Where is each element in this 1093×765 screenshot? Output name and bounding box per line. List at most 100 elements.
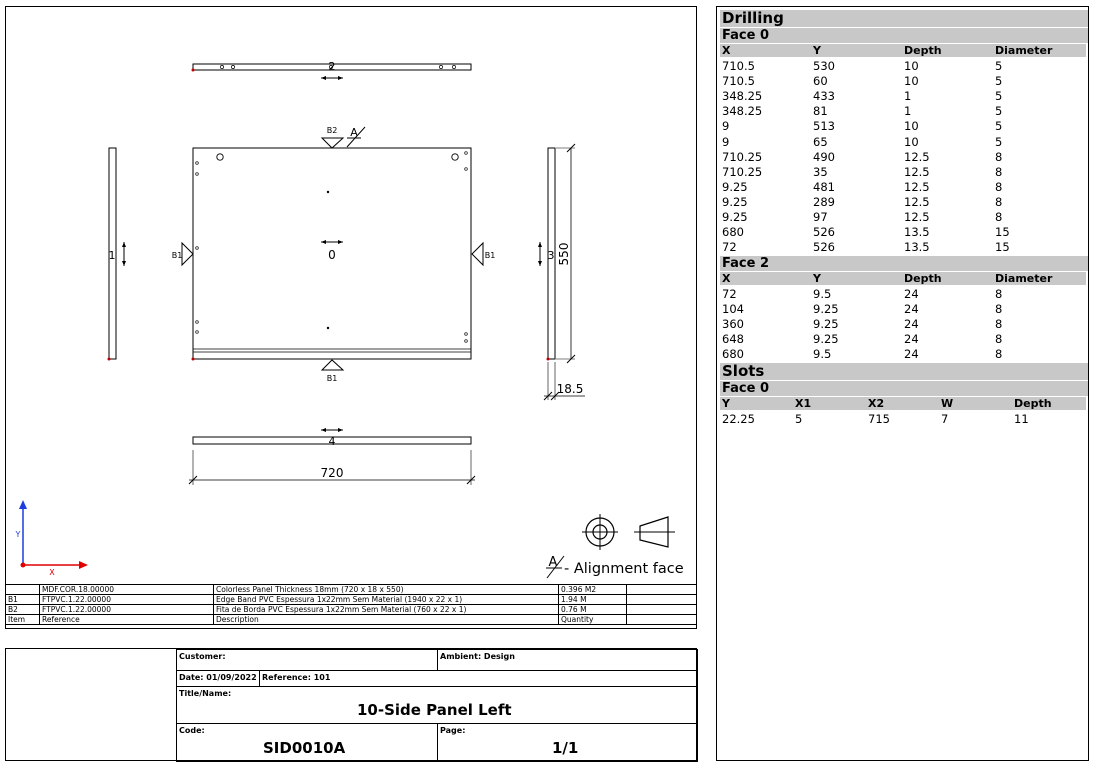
table-cell: 5 [995, 89, 1003, 104]
col-w: W [941, 397, 954, 410]
table-cell: 72 [722, 240, 737, 255]
table-cell: 5 [795, 412, 803, 426]
table-cell: 1 [904, 89, 912, 104]
table-cell: 8 [995, 302, 1003, 317]
drilling-face0-header: X Y Depth Diameter [720, 44, 1086, 57]
table-cell: 680 [722, 225, 744, 240]
table-cell: 8 [995, 210, 1003, 224]
table-cell: 710.5 [722, 59, 755, 73]
col-x1: X1 [795, 397, 812, 410]
table-cell: 22.25 [722, 412, 755, 426]
table-cell: 65 [813, 134, 828, 149]
table-cell: 8 [995, 149, 1003, 164]
table-cell: 9.5 [813, 287, 832, 301]
table-cell: 11 [1014, 412, 1029, 426]
table-cell: 5 [995, 104, 1003, 119]
col-x: X [722, 272, 731, 285]
table-cell: 97 [813, 210, 828, 224]
table-cell: 72 [722, 287, 737, 301]
table-cell: 24 [904, 332, 919, 347]
table-cell: 348.25 [722, 89, 763, 104]
table-cell: 8 [995, 347, 1003, 362]
col-depth: Depth [1014, 397, 1052, 410]
table-cell: 526 [813, 225, 835, 240]
thickness-dimension: 18.5 [557, 382, 584, 396]
bottom-edge-label: 4 [329, 435, 336, 448]
table-cell: 12.5 [904, 179, 930, 194]
main-panel-view: 0 B2 B1 B1 B1 A [172, 126, 496, 383]
axis-indicator: X Y [15, 500, 88, 577]
table-cell: 680 [722, 347, 744, 362]
drilling-face0-title: Face 0 [720, 28, 1088, 43]
ambient-label: Ambient: Design [440, 652, 515, 661]
table-cell: 12.5 [904, 149, 930, 164]
alignment-text: - Alignment face [564, 561, 684, 577]
table-cell: 8 [995, 164, 1003, 179]
table-cell: 710.25 [722, 164, 763, 179]
machining-panel: Drilling Face 0 X Y Depth Diameter 710.5… [716, 6, 1089, 761]
panel-label: 0 [328, 248, 336, 262]
quantity-cell: 0.76 M [558, 604, 627, 615]
table-cell: 24 [904, 317, 919, 332]
table-cell: 530 [813, 59, 835, 73]
customer-cell: Customer: [176, 649, 438, 671]
description-cell: Colorless Panel Thickness 18mm (720 x 18… [213, 584, 559, 595]
date-cell: Date: 01/09/2022 [176, 670, 260, 687]
table-cell: 5 [995, 74, 1003, 89]
table-cell: 360 [722, 317, 744, 332]
slots-title: Slots [720, 363, 1088, 380]
reference-cell: FTPVC.1.22.00000 [39, 594, 214, 605]
quantity-cell: 1.94 M [558, 594, 627, 605]
col-x: X [722, 44, 731, 57]
table-cell: 5 [995, 59, 1003, 73]
right-edge-label: 3 [548, 249, 555, 262]
reference-header: Reference [39, 614, 214, 625]
alignment-face-legend: A - Alignment face [546, 555, 684, 579]
table-cell: 9.25 [813, 332, 839, 347]
table-cell: 24 [904, 287, 919, 301]
table-cell: 5 [995, 119, 1003, 134]
reference-cell: FTPVC.1.22.00000 [39, 604, 214, 615]
col-diameter: Diameter [995, 44, 1053, 57]
drilling-title: Drilling [720, 10, 1088, 27]
table-cell: 9.25 [813, 302, 839, 317]
reference-label: Reference: 101 [262, 673, 331, 682]
table-cell: 648 [722, 332, 744, 347]
materials-table: MDF.COR.18.00000 Colorless Panel Thickne… [5, 584, 697, 625]
table-cell: 12.5 [904, 194, 930, 209]
right-edge-view: 3 550 18.5 [538, 143, 585, 401]
col-depth: Depth [904, 44, 942, 57]
width-dimension: 720 [321, 466, 344, 480]
table-cell: 60 [813, 74, 828, 89]
empty-cell [626, 614, 697, 625]
height-dimension: 550 [557, 243, 571, 266]
table-cell: 8 [995, 317, 1003, 332]
quantity-header: Quantity [558, 614, 627, 625]
table-cell: 12.5 [904, 164, 930, 179]
item-cell: B1 [5, 594, 40, 605]
table-row: 710.25 35 12.5 8 [720, 165, 1086, 180]
table-cell: 348.25 [722, 104, 763, 119]
table-cell: 24 [904, 347, 919, 362]
table-cell: 710.25 [722, 149, 763, 164]
left-edge-label: 1 [109, 249, 116, 262]
page-value: 1/1 [552, 739, 579, 757]
item-header: Item [5, 614, 40, 625]
col-depth: Depth [904, 272, 942, 285]
band-b1-right: B1 [485, 251, 496, 260]
align-marker: A [350, 126, 358, 139]
quantity-cell: 0.396 M2 [558, 584, 627, 595]
description-cell: Fita de Borda PVC Espessura 1x22mm Sem M… [213, 604, 559, 615]
table-cell: 35 [813, 164, 828, 179]
table-cell: 526 [813, 240, 835, 255]
table-cell: 289 [813, 194, 835, 209]
drilling-face2-title: Face 2 [720, 256, 1088, 271]
table-cell: 81 [813, 104, 828, 119]
